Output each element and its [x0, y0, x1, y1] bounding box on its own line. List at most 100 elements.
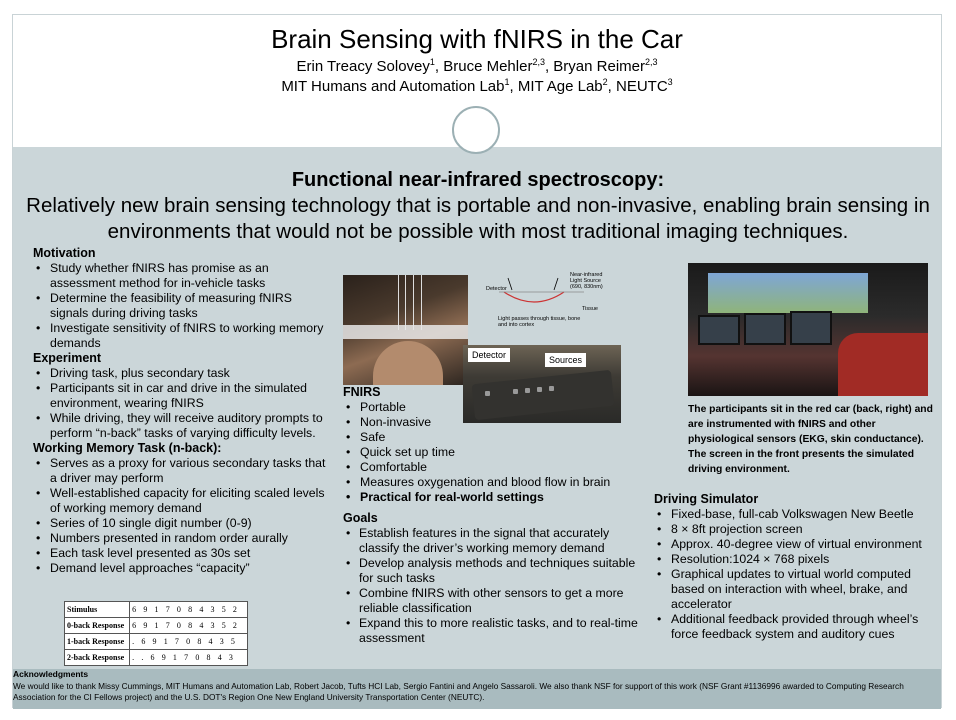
table-row: 1-back Response . 6 9 1 7 0 8 4 3 5 — [63, 633, 248, 650]
motivation-list: Study whether fNIRS has promise as an as… — [33, 261, 333, 351]
table-row: 0-back Response 6 9 1 7 0 8 4 3 5 2 — [63, 617, 248, 634]
table-cell: 0-back Response — [63, 617, 131, 634]
intro-text: Relatively new brain sensing technology … — [26, 194, 930, 243]
wire-shape — [413, 275, 414, 330]
list-item: Series of 10 single digit number (0-9) — [33, 516, 333, 531]
list-item: Develop analysis methods and techniques … — [343, 556, 643, 586]
fnirs-list: Portable Non-invasive Safe Quick set up … — [343, 400, 643, 505]
monitor-shape — [698, 315, 740, 345]
table-cell: 2-back Response — [63, 649, 131, 666]
experiment-list: Driving task, plus secondary task Partic… — [33, 366, 333, 441]
table-cell: Stimulus — [63, 601, 131, 618]
list-item: Practical for real-world settings — [343, 490, 643, 505]
simulator-caption: The participants sit in the red car (bac… — [688, 404, 933, 475]
list-item: Additional feedback provided through whe… — [654, 612, 939, 642]
table-cell: 6 9 1 7 0 8 4 3 5 2 — [129, 601, 248, 618]
list-item: Non-invasive — [343, 415, 643, 430]
driving-simulator-heading: Driving Simulator — [654, 492, 759, 506]
driving-simulator-photo — [688, 263, 928, 396]
wire-shape — [421, 275, 422, 330]
sources-callout: Sources — [545, 353, 587, 367]
poster-title: Brain Sensing with fNIRS in the Car — [271, 24, 683, 54]
affiliation-sup: 1 — [504, 77, 510, 87]
list-item: While driving, they will receive auditor… — [33, 411, 333, 441]
light-path-curve — [503, 291, 565, 303]
diagram-passes-label: Light passes through tissue, bone and in… — [498, 316, 581, 328]
affiliation-sup: 2 — [602, 77, 608, 87]
author-list: Erin Treacy Solovey1, Bruce Mehler2,3, B… — [296, 57, 658, 76]
affiliation-sup: 3 — [667, 77, 673, 87]
affiliation-name: NEUTC — [616, 78, 668, 95]
list-item: Fixed-base, full-cab Volkswagen New Beet… — [654, 507, 939, 522]
diagram-detector-label: Detector — [486, 286, 507, 292]
light-path-svg — [499, 277, 584, 303]
list-item: Numbers presented in random order aurall… — [33, 531, 333, 546]
list-item: Comfortable — [343, 460, 643, 475]
table-cell: . 6 9 1 7 0 8 4 3 5 — [129, 633, 248, 650]
intro-headline: Functional near-infrared spectroscopy: — [291, 169, 665, 191]
list-item: Well-established capacity for eliciting … — [33, 486, 333, 516]
list-item: Investigate sensitivity of fNIRS to work… — [33, 321, 333, 351]
sensor-dot-icon — [485, 391, 490, 396]
list-item: Establish features in the signal that ac… — [343, 526, 643, 556]
table-cell: 6 9 1 7 0 8 4 3 5 2 — [129, 617, 248, 634]
sensor-dot-icon — [525, 388, 530, 393]
working-memory-heading: Working Memory Task (n-back): — [33, 441, 222, 455]
list-item: Safe — [343, 430, 643, 445]
table-row: 2-back Response . . 6 9 1 7 0 8 4 3 — [63, 649, 248, 666]
acknowledgments-text: We would like to thank Missy Cummings, M… — [13, 681, 904, 702]
wire-shape — [405, 275, 406, 330]
table-cell: . . 6 9 1 7 0 8 4 3 — [129, 649, 248, 666]
goals-list: Establish features in the signal that ac… — [343, 526, 643, 646]
list-item: Each task level presented as 30s set — [33, 546, 333, 561]
list-item: Measures oxygenation and blood flow in b… — [343, 475, 643, 490]
detector-callout: Detector — [468, 348, 511, 362]
monitor-shape — [790, 311, 832, 345]
driving-simulator-list: Fixed-base, full-cab Volkswagen New Beet… — [654, 507, 939, 642]
fnirs-section: FNIRS Portable Non-invasive Safe Quick s… — [343, 385, 643, 505]
left-column: Motivation Study whether fNIRS has promi… — [33, 246, 333, 576]
list-item: Determine the feasibility of measuring f… — [33, 291, 333, 321]
list-item: Study whether fNIRS has promise as an as… — [33, 261, 333, 291]
arrow-up-icon — [507, 277, 513, 291]
table-row: Stimulus 6 9 1 7 0 8 4 3 5 2 — [63, 601, 248, 618]
red-car-shape — [838, 333, 928, 396]
sensor-dot-icon — [513, 389, 518, 394]
goals-heading: Goals — [343, 511, 378, 525]
wire-shape — [398, 275, 399, 330]
diagram-source-label: Near-infrared Light Source (690, 830nm) — [570, 272, 603, 290]
headband-shape — [343, 325, 468, 339]
list-item: Portable — [343, 400, 643, 415]
acknowledgments-heading: Acknowledgments — [13, 669, 89, 679]
affiliation-list: MIT Humans and Automation Lab1, MIT Age … — [281, 77, 673, 96]
sensor-dot-icon — [549, 386, 554, 391]
arrow-down-icon — [553, 277, 559, 291]
list-item: Demand level approaches “capacity” — [33, 561, 333, 576]
experiment-heading: Experiment — [33, 351, 102, 365]
projection-screen-shape — [708, 273, 868, 313]
working-memory-list: Serves as a proxy for various secondary … — [33, 456, 333, 576]
acknowledgments-band — [13, 669, 941, 709]
list-item: Expand this to more realistic tasks, and… — [343, 616, 643, 646]
list-item: Combine fNIRS with other sensors to get … — [343, 586, 643, 616]
list-item: 8 × 8ft projection screen — [654, 522, 939, 537]
author-name: Bryan Reimer — [553, 58, 645, 75]
author-name: Bruce Mehler — [443, 58, 533, 75]
nback-table: Stimulus 6 9 1 7 0 8 4 3 5 2 0-back Resp… — [63, 601, 248, 666]
face-shape — [373, 341, 443, 385]
author-affil-sup: 2,3 — [645, 57, 658, 67]
fnirs-heading: FNIRS — [343, 385, 381, 399]
list-item: Serves as a proxy for various secondary … — [33, 456, 333, 486]
author-affil-sup: 2,3 — [532, 57, 545, 67]
motivation-heading: Motivation — [33, 246, 96, 260]
list-item: Driving task, plus secondary task — [33, 366, 333, 381]
driving-simulator-section: Driving Simulator Fixed-base, full-cab V… — [654, 492, 939, 642]
list-item: Quick set up time — [343, 445, 643, 460]
table-cell: 1-back Response — [63, 633, 131, 650]
sensor-dot-icon — [537, 387, 542, 392]
author-name: Erin Treacy Solovey — [296, 58, 430, 75]
list-item: Participants sit in car and drive in the… — [33, 381, 333, 411]
divider-circle-icon — [452, 106, 500, 154]
list-item: Approx. 40-degree view of virtual enviro… — [654, 537, 939, 552]
